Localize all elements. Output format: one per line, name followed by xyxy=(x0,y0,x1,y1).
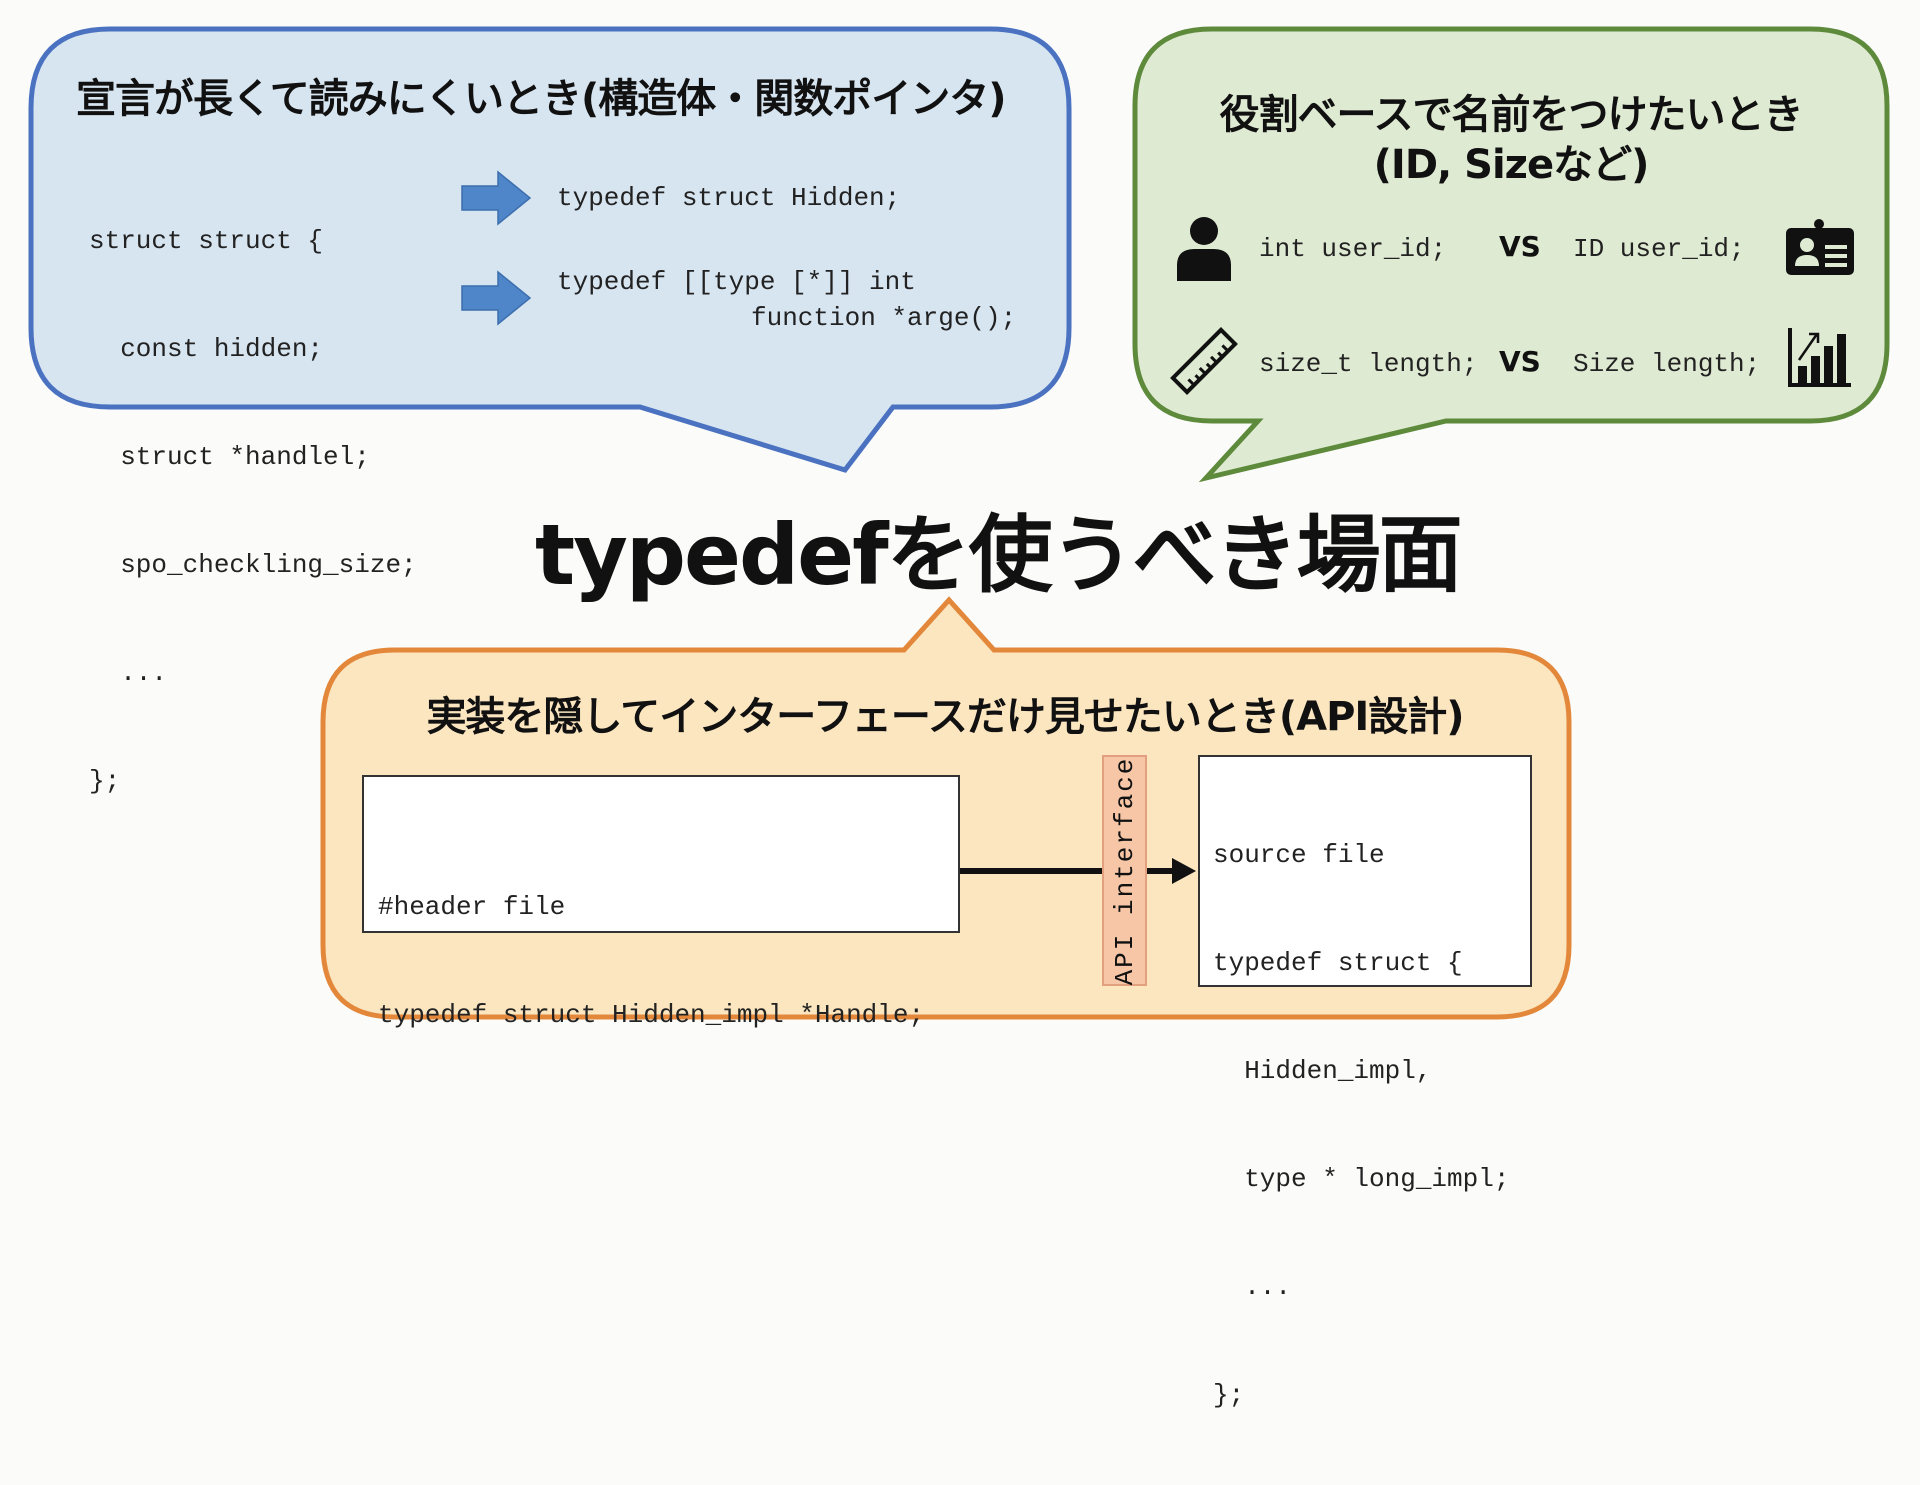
typedef-struct-code: typedef struct Hidden; xyxy=(557,183,901,213)
code-line: ... xyxy=(1213,1272,1292,1302)
api-interface-label: API interface xyxy=(1109,756,1140,985)
typedef-function-code-line2: function *arge(); xyxy=(751,303,1017,333)
blue-bubble-title: 宣言が長くて読みにくいとき(構造体・関数ポインタ) xyxy=(76,76,1007,122)
green-bubble-title-line2: (ID, Sizeなど) xyxy=(1373,142,1650,188)
source-file-code: source file typedef struct { Hidden_impl… xyxy=(1213,765,1509,1485)
code-line: type * long_impl; xyxy=(1213,1164,1510,1194)
code-line: typedef struct { xyxy=(1213,948,1463,978)
arrow-right-icon xyxy=(461,170,532,226)
code-line: source file xyxy=(1213,840,1385,870)
header-file-code: #header file typedef struct Hidden_impl … xyxy=(378,817,924,1105)
size-length-code: Size length; xyxy=(1573,349,1761,379)
person-icon xyxy=(1177,217,1231,281)
code-line: struct struct { xyxy=(89,226,324,256)
green-speech-bubble xyxy=(1132,26,1890,483)
bar-chart-icon xyxy=(1788,328,1851,387)
blue-speech-bubble xyxy=(28,26,1072,473)
source-file-box: source file typedef struct { Hidden_impl… xyxy=(1198,755,1532,1410)
code-line: const hidden; xyxy=(89,334,324,364)
code-line: }; xyxy=(1213,1380,1245,1410)
header-file-box: #header file typedef struct Hidden_impl … xyxy=(362,775,960,1030)
size-t-length-code: size_t length; xyxy=(1259,349,1478,379)
code-line: spo_checkling_size; xyxy=(89,550,417,580)
code-line: }; xyxy=(89,766,121,796)
green-bubble-title-line1: 役割ベースで名前をつけたいとき xyxy=(1219,92,1804,138)
code-line: Hidden_impl, xyxy=(1213,1056,1432,1086)
id-user-id-code: ID user_id; xyxy=(1573,234,1745,264)
arrow-right-icon xyxy=(461,270,532,326)
vs-label: VS xyxy=(1499,230,1541,263)
api-interface-bar: API interface xyxy=(1102,755,1147,986)
before-code: struct struct { const hidden; struct *ha… xyxy=(89,151,417,835)
code-line: typedef struct Hidden_impl *Handle; xyxy=(378,1000,925,1030)
ruler-icon xyxy=(1170,327,1238,395)
typedef-function-code-line1: typedef [[type [*]] int xyxy=(557,267,916,297)
code-line: ... xyxy=(89,658,168,688)
vs-label: VS xyxy=(1499,345,1541,378)
int-user-id-code: int user_id; xyxy=(1259,234,1447,264)
orange-bubble-title: 実装を隠してインターフェースだけ見せたいとき(API設計) xyxy=(426,694,1464,740)
page-title: typedefを使うべき場面 xyxy=(535,506,1463,604)
id-card-icon xyxy=(1786,219,1854,275)
code-line: #header file xyxy=(378,892,566,922)
code-line: struct *handlel; xyxy=(89,442,370,472)
